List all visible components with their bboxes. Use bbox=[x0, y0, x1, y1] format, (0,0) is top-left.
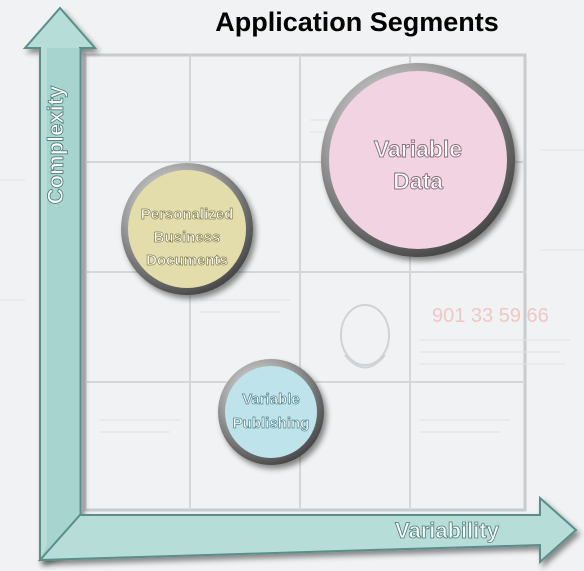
background-document-lines bbox=[0, 119, 584, 433]
variability-axis-label: Variability bbox=[395, 518, 500, 543]
personalized-label-line-3: Documents bbox=[146, 252, 228, 269]
variability-axis-arrow bbox=[37, 495, 578, 565]
complexity-axis-label: Complexity bbox=[43, 85, 68, 204]
variable-publishing-bubble bbox=[218, 359, 324, 465]
variable-data-label-line-2: Data bbox=[393, 168, 443, 194]
background-portrait-sketch bbox=[340, 304, 390, 369]
variable-data-bubble bbox=[321, 63, 515, 257]
personalized-label-line-2: Business bbox=[154, 229, 221, 246]
personalized-business-documents-fill bbox=[128, 170, 246, 288]
variable-data-label-line-1: Variable bbox=[374, 136, 462, 162]
variable-publishing-label-line-2: Publishing bbox=[233, 415, 310, 432]
variable-publishing-label-line-1: Variable bbox=[242, 391, 300, 408]
variable-data-fill bbox=[329, 71, 507, 249]
diagram-title: Application Segments bbox=[215, 7, 499, 37]
watermark-number: 901 33 59 66 bbox=[432, 305, 549, 327]
variable-publishing-fill bbox=[225, 366, 317, 458]
personalized-label-line-1: Personalized bbox=[141, 206, 234, 223]
personalized-business-documents-bubble bbox=[121, 163, 253, 295]
